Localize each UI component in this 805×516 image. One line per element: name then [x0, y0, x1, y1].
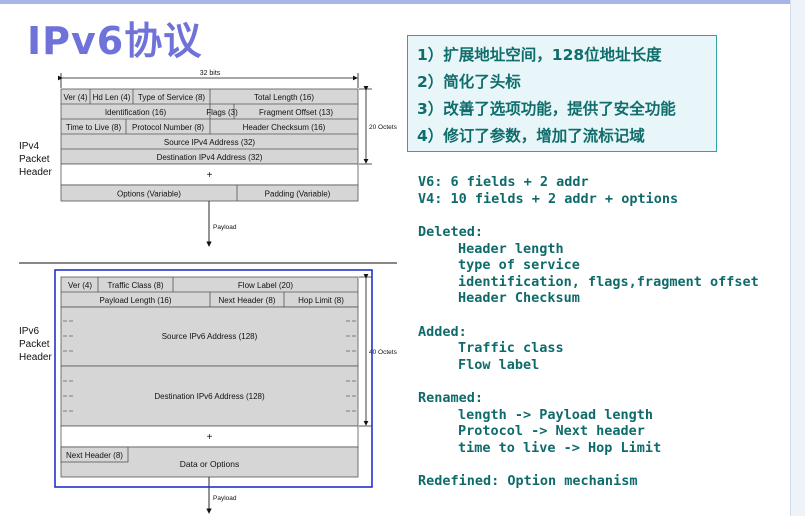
right-edge-strip — [790, 0, 805, 516]
ipv4-size-label: 20 Octets — [369, 124, 398, 131]
ipv6-plus: + — [207, 432, 213, 443]
renamed-heading: Renamed: — [418, 390, 484, 406]
deleted-heading: Deleted: — [418, 224, 484, 240]
ipv6-source: Source IPv6 Address (128) — [162, 332, 258, 341]
summary-item: 3）改善了选项功能，提供了安全功能 — [417, 100, 676, 118]
ipv4-ver: Ver (4) — [63, 93, 87, 102]
renamed-item: Protocol -> Next header — [458, 423, 645, 439]
ipv4-fragment-offset: Fragment Offset (13) — [259, 108, 333, 117]
ipv6-traffic-class: Traffic Class (8) — [107, 281, 163, 290]
ipv6-flow-label: Flow Label (20) — [238, 281, 293, 290]
ipv4-protocol: Protocol Number (8) — [132, 123, 204, 132]
ipv4-destination: Destination IPv4 Address (32) — [157, 153, 263, 162]
ipv4-source: Source IPv4 Address (32) — [164, 138, 255, 147]
comparison-notes: V6: 6 fields + 2 addr V4: 10 fields + 2 … — [418, 174, 759, 490]
redefined-line: Redefined: Option mechanism — [418, 473, 638, 489]
ipv6-data-or-options: Data or Options — [180, 459, 240, 469]
ipv4-payload-label: Payload — [213, 224, 237, 231]
ipv4-width-label: 32 bits — [200, 70, 221, 77]
ipv4-total-length: Total Length (16) — [254, 93, 314, 102]
ipv6-size-label: 40 Octets — [369, 349, 398, 356]
added-heading: Added: — [418, 323, 467, 340]
deleted-item: identification, flags,fragment offset — [458, 273, 759, 290]
ipv6-side-label-1: IPv6 — [19, 326, 39, 337]
ipv4-identification: Identification (16) — [105, 108, 167, 117]
ipv4-options: Options (Variable) — [117, 190, 181, 199]
ipv4-side-label-3: Header — [19, 167, 52, 178]
deleted-item: Header length — [458, 240, 564, 257]
ipv6-side-label-3: Header — [19, 352, 52, 363]
top-accent-bar — [0, 0, 790, 4]
ipv4-plus: + — [207, 170, 213, 181]
summary-box: 1）扩展地址空间，128位地址长度 2）简化了头标 3）改善了选项功能，提供了安… — [407, 35, 717, 152]
deleted-item: Header Checksum — [458, 290, 580, 306]
renamed-item: length -> Payload length — [458, 406, 654, 423]
ipv6-destination: Destination IPv6 Address (128) — [154, 392, 265, 401]
ipv6-ver: Ver (4) — [68, 281, 92, 290]
v4-field-count: V4: 10 fields + 2 addr + options — [418, 190, 679, 207]
ipv4-tos: Type of Service (8) — [138, 93, 205, 102]
ipv4-flags: Flags (3) — [206, 108, 238, 117]
ipv6-highlight-frame — [54, 269, 373, 488]
summary-item: 4）修订了参数，增加了流标记域 — [417, 127, 645, 145]
ipv6-side-label-2: Packet — [19, 339, 50, 350]
ipv4-side-label-2: Packet — [19, 154, 50, 165]
ipv6-diagram: Ver (4) Traffic Class (8) Flow Label (20… — [19, 269, 398, 514]
ipv6-payload-label: Payload — [213, 495, 237, 502]
ipv4-diagram: 32 bits Ver (4) Hd Len (4) Type of Servi… — [19, 70, 398, 247]
summary-item: 1）扩展地址空间，128位地址长度 — [417, 46, 662, 64]
ipv4-side-label-1: IPv4 — [19, 141, 39, 152]
deleted-item: type of service — [458, 257, 580, 273]
ipv6-ext-next-header: Next Header (8) — [66, 451, 123, 460]
ipv4-ttl: Time to Live (8) — [66, 123, 122, 132]
ipv4-checksum: Header Checksum (16) — [243, 123, 326, 132]
v6-field-count: V6: 6 fields + 2 addr — [418, 174, 589, 190]
added-item: Flow label — [458, 356, 540, 373]
ipv4-padding: Padding (Variable) — [265, 190, 331, 199]
renamed-item: time to live -> Hop Limit — [458, 439, 662, 456]
added-item: Traffic class — [458, 340, 564, 356]
summary-item: 2）简化了头标 — [417, 73, 521, 91]
ipv6-payload-length: Payload Length (16) — [99, 296, 171, 305]
page-title: IPv6协议 — [27, 19, 203, 63]
ipv4-hdlen: Hd Len (4) — [93, 93, 131, 102]
ipv6-next-header: Next Header (8) — [219, 296, 276, 305]
ipv6-hop-limit: Hop Limit (8) — [298, 296, 344, 305]
